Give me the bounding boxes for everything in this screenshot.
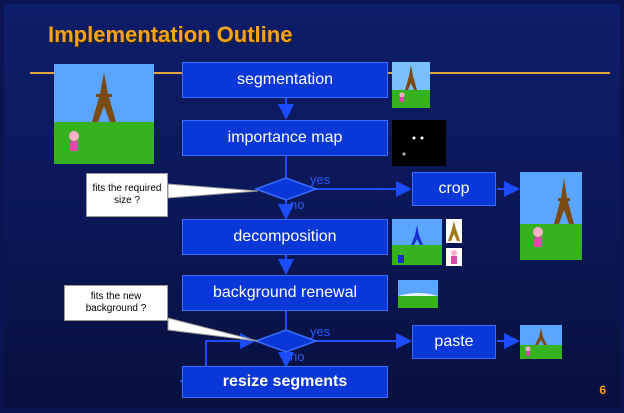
source-scene-image [54,64,154,164]
slide-title: Implementation Outline [48,22,293,47]
decision1-no-label: no [290,197,305,212]
page-number: 6 [599,383,606,397]
resize-segments-box: resize segments [182,366,388,398]
callout-fits-new-background: fits the new background ? [64,285,168,321]
callout-pointer-size [167,183,259,199]
decomposition-result-image [392,219,442,265]
segmentation-box: segmentation [182,62,388,98]
callout-fits-required-size: fits the required size ? [86,173,168,217]
decision2-yes-label: yes [310,324,331,339]
decision-diamond-background [253,329,319,353]
importance-map-image [392,120,446,166]
crop-box: crop [412,172,496,206]
renewed-background-image [398,280,438,308]
paste-result-image [520,325,562,359]
girl-segment-image [446,248,462,266]
decision1-yes-label: yes [310,172,331,187]
decision-diamond-size [253,177,319,201]
segmentation-result-image [392,62,430,108]
background-renewal-box: background renewal [182,275,388,311]
callout-pointer-background [167,317,259,342]
crop-result-image [520,172,582,260]
paste-box: paste [412,325,496,359]
decision2-no-label: no [290,349,305,364]
decomposition-box: decomposition [182,219,388,255]
importance-map-box: importance map [182,120,388,156]
tower-segment-image [446,219,462,243]
